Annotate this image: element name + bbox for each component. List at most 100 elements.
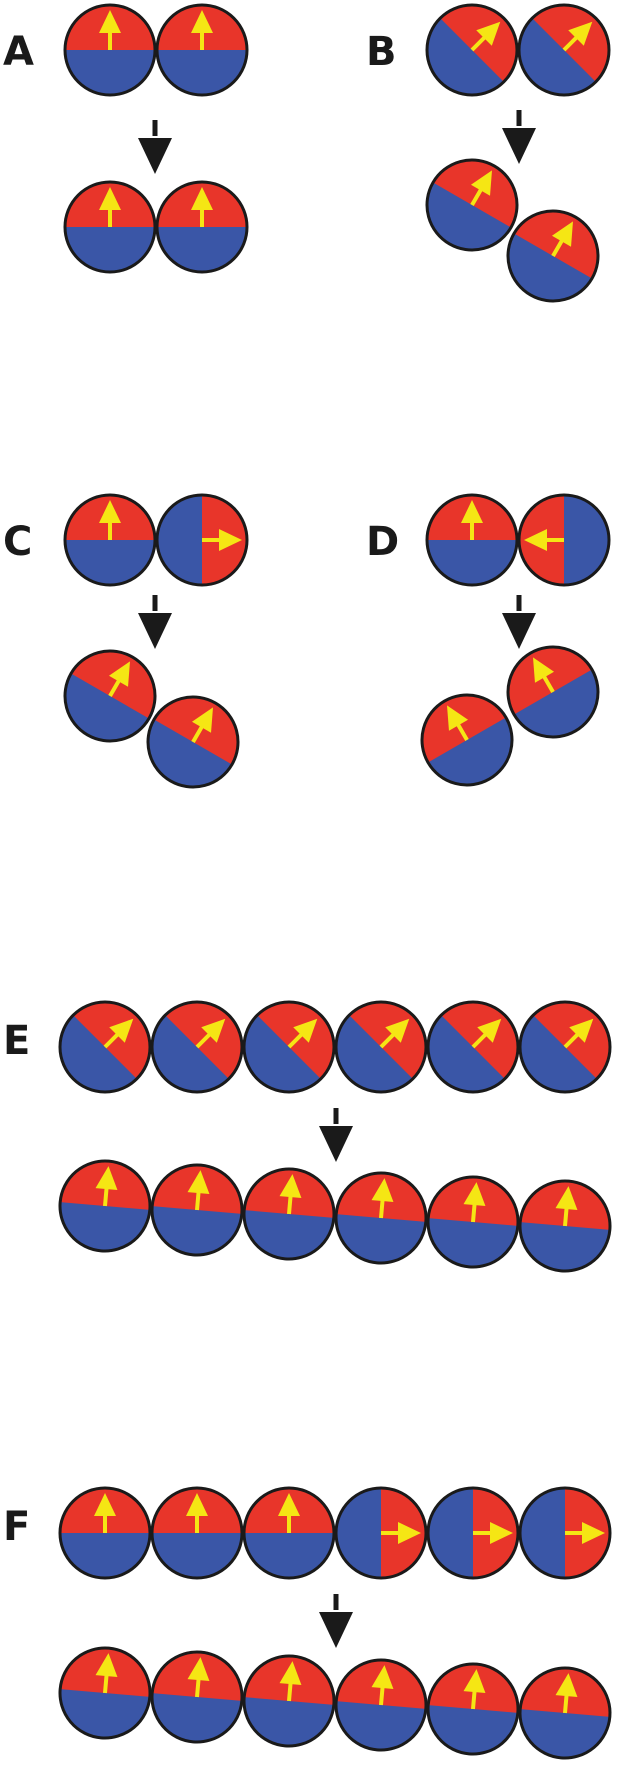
panel-f-after-magnet-4 (334, 1658, 428, 1752)
moment-arrow-head (582, 1522, 605, 1544)
moment-arrow-head (385, 1018, 410, 1043)
transition-arrow-head (138, 138, 172, 174)
moment-arrow-head (447, 705, 469, 731)
moment-arrow-head (398, 1522, 421, 1544)
panel-label-c: C (3, 519, 32, 565)
moment-arrow-head (293, 1018, 318, 1043)
panel-f-after-magnet-5 (426, 1662, 520, 1756)
magnet-outline (518, 1179, 612, 1273)
panel-e-after-magnet-4 (334, 1171, 428, 1265)
transition-arrow-shaft (152, 120, 158, 136)
moment-arrow-head (371, 1665, 394, 1690)
magnet-north-half (422, 695, 506, 763)
moment-arrow-head (99, 500, 121, 523)
moment-arrow-head (279, 1174, 302, 1199)
panel-c-before-magnet-2 (155, 493, 249, 587)
magnet-outline (518, 1666, 612, 1760)
magnet-outline (334, 1486, 428, 1580)
panel-f-before-magnet-1 (58, 1486, 152, 1580)
panel-f-before-magnet-4 (334, 1486, 428, 1580)
panel-b-before-magnet-1 (425, 3, 519, 97)
moment-arrow-head (99, 10, 121, 33)
magnet-outline (425, 3, 519, 97)
moment-arrow-head (187, 1657, 210, 1682)
magnet-outline (58, 1646, 152, 1740)
moment-arrow-head (568, 21, 593, 46)
panel-e-before-magnet-4 (334, 1000, 428, 1094)
magnet-outline (425, 493, 519, 587)
magnet-outline (150, 1163, 244, 1257)
moment-arrow-head (463, 1669, 486, 1694)
magnet-outline (63, 180, 157, 274)
panel-a-transition-arrow (138, 120, 172, 174)
moment-arrow-head (463, 1182, 486, 1207)
panel-b-transition-arrow (502, 110, 536, 164)
moment-arrow-head (490, 1522, 513, 1544)
panel-e-after-magnet-3 (242, 1167, 336, 1261)
panel-e-after-magnet-1 (58, 1159, 152, 1253)
panel-e-before-magnet-3 (242, 1000, 336, 1094)
magnet-north-half (71, 651, 155, 719)
moment-arrow-head (533, 657, 555, 683)
transition-arrow-shaft (516, 595, 522, 611)
panel-c-after-magnet-2 (146, 695, 240, 789)
moment-arrow-head (187, 1170, 210, 1195)
panel-d-transition-arrow (502, 595, 536, 649)
magnet-outline (63, 493, 157, 587)
moment-arrow-head (108, 661, 130, 687)
magnet-outline (334, 1171, 428, 1265)
transition-arrow-head (319, 1612, 353, 1648)
diagram-marks (58, 3, 612, 1760)
panel-d-before-magnet-2 (517, 493, 611, 587)
magnet-outline (426, 1486, 520, 1580)
magnet-outline (63, 649, 157, 743)
magnet-north-half (154, 697, 238, 765)
transition-arrow-shaft (333, 1108, 339, 1124)
panel-d-before-magnet-1 (425, 493, 519, 587)
moment-arrow-head (219, 529, 242, 551)
moment-arrow-head (95, 1653, 118, 1678)
magnet-outline (334, 1658, 428, 1752)
magnet-outline (420, 693, 514, 787)
panel-label-e: E (3, 1018, 30, 1064)
moment-arrow-head (95, 1166, 118, 1191)
magnet-outline (426, 1175, 520, 1269)
panel-e-after-magnet-6 (518, 1179, 612, 1273)
magnet-outline (242, 1167, 336, 1261)
magnet-outline (426, 1000, 520, 1094)
panel-f-after-magnet-3 (242, 1654, 336, 1748)
magnet-outline (517, 493, 611, 587)
magnet-outline (517, 3, 611, 97)
transition-arrow-head (319, 1126, 353, 1162)
moment-arrow-head (476, 21, 501, 46)
panel-e-after-magnet-2 (150, 1163, 244, 1257)
magnet-outline (242, 1000, 336, 1094)
transition-arrow-shaft (333, 1594, 339, 1610)
panel-f-before-magnet-3 (242, 1486, 336, 1580)
moment-arrow-head (201, 1018, 226, 1043)
panel-a-after-magnet-2 (155, 180, 249, 274)
panel-a-before-magnet-1 (63, 3, 157, 97)
magnet-outline (58, 1000, 152, 1094)
moment-arrow-head (278, 1493, 300, 1516)
moment-arrow-head (279, 1661, 302, 1686)
magnet-north-half (508, 647, 592, 715)
moment-arrow-head (99, 187, 121, 210)
magnet-outline (155, 180, 249, 274)
moment-arrow-head (555, 1186, 578, 1211)
moment-arrow-head (461, 500, 483, 523)
magnet-outline (242, 1486, 336, 1580)
moment-arrow-head (186, 1493, 208, 1516)
panel-e-before-magnet-6 (518, 1000, 612, 1094)
panel-e-before-magnet-1 (58, 1000, 152, 1094)
moment-arrow-head (569, 1018, 594, 1043)
magnet-outline (518, 1000, 612, 1094)
transition-arrow-head (138, 613, 172, 649)
transition-arrow-shaft (516, 110, 522, 126)
panel-a-after-magnet-1 (63, 180, 157, 274)
moment-arrow-head (477, 1018, 502, 1043)
panel-label-d: D (366, 519, 399, 565)
panel-e-transition-arrow (319, 1108, 353, 1162)
panel-e-before-magnet-5 (426, 1000, 520, 1094)
